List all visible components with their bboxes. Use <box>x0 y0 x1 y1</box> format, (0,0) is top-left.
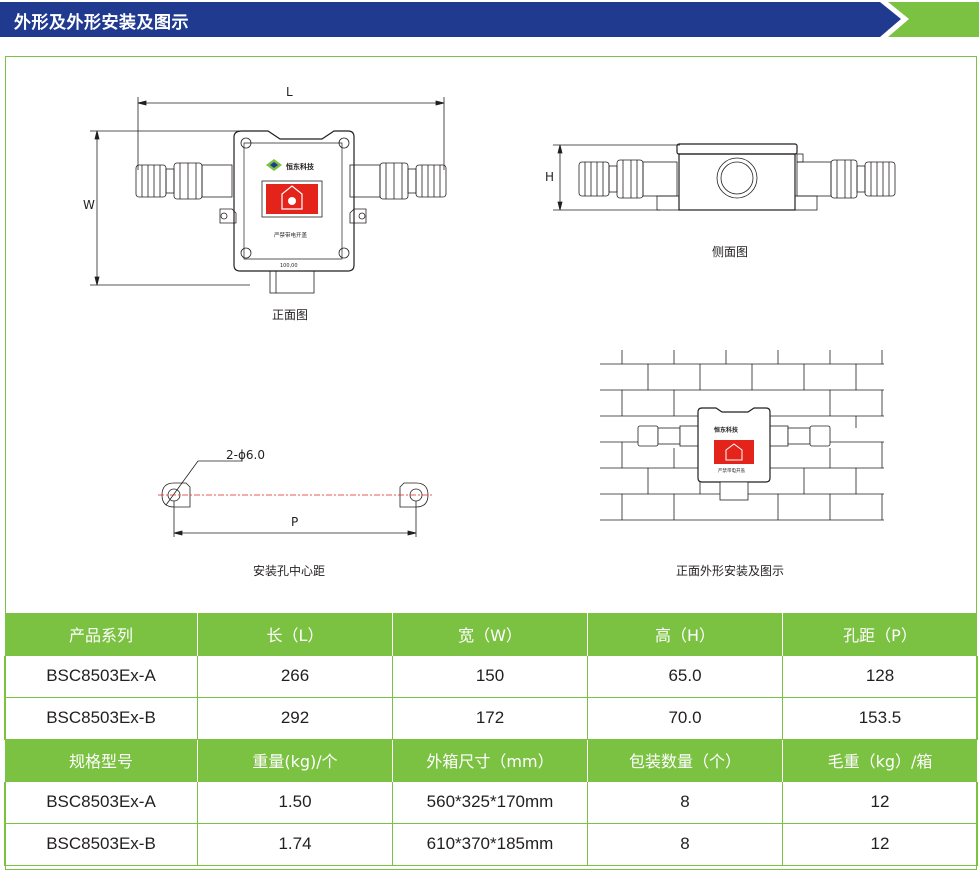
front-size-plate: 100,00 <box>280 263 298 269</box>
header-cell: 长（L） <box>197 613 393 655</box>
header-cell: 孔距（P） <box>782 613 978 655</box>
table-cell: 8 <box>587 780 783 824</box>
table-cell: BSC8503Ex-B <box>4 696 198 740</box>
table-row: BSC8503Ex-B 292 172 70.0 153.5 <box>4 696 978 740</box>
table-cell: 8 <box>587 822 783 866</box>
table-cell: BSC8503Ex-B <box>4 822 198 866</box>
table-cell: 12 <box>782 822 978 866</box>
table-row: BSC8503Ex-A 1.50 560*325*170mm 8 12 <box>4 780 978 824</box>
mount-holes-drawing <box>158 460 432 537</box>
installed-device-label: 严禁带电开盖 <box>718 467 745 474</box>
table-cell: 1.74 <box>197 822 393 866</box>
front-view-caption: 正面图 <box>272 308 309 322</box>
table-cell: BSC8503Ex-A <box>4 780 198 824</box>
header-cell: 毛重（kg）/箱 <box>782 739 978 781</box>
header-cell: 包装数量（个） <box>587 739 783 781</box>
dim-label-w: W <box>83 198 95 212</box>
front-brand-text: 恒东科技 <box>285 162 315 171</box>
dim-label-p: P <box>291 515 299 529</box>
table-cell: 128 <box>782 654 978 698</box>
front-device-label: 严禁带电开盖 <box>274 231 308 239</box>
table-cell: 610*370*185mm <box>392 822 588 866</box>
banner-background <box>0 2 979 37</box>
front-view-drawing: 恒东科技 严禁带电开盖 100,00 <box>90 97 447 294</box>
header-cell: 产品系列 <box>4 613 198 655</box>
installed-brand-text: 恒东科技 <box>714 426 739 434</box>
table-cell: BSC8503Ex-A <box>4 654 198 698</box>
table-cell: 172 <box>392 696 588 740</box>
table-cell: 65.0 <box>587 654 783 698</box>
drawing-area: 恒东科技 严禁带电开盖 100,00 L W 正面图 <box>83 85 896 578</box>
header-cell: 宽（W） <box>392 613 588 655</box>
spec-table: 产品系列 长（L） 宽（W） 高（H） 孔距（P） BSC8503Ex-A 26… <box>4 613 978 866</box>
banner-title: 外形及外形安装及图示 <box>14 13 189 33</box>
table-header-packaging: 规格型号 重量(kg)/个 外箱尺寸（mm） 包装数量（个） 毛重（kg）/箱 <box>4 739 978 781</box>
table-row: BSC8503Ex-A 266 150 65.0 128 <box>4 654 978 698</box>
table-header-dimensions: 产品系列 长（L） 宽（W） 高（H） 孔距（P） <box>4 613 978 655</box>
side-view-caption: 侧面图 <box>712 245 749 259</box>
table-cell: 266 <box>197 654 393 698</box>
section-banner: 外形及外形安装及图示 <box>0 0 979 40</box>
table-cell: 70.0 <box>587 696 783 740</box>
table-row: BSC8503Ex-B 1.74 610*370*185mm 8 12 <box>4 822 978 866</box>
table-cell: 560*325*170mm <box>392 780 588 824</box>
header-cell: 高（H） <box>587 613 783 655</box>
dim-label-l: L <box>286 85 293 99</box>
table-cell: 1.50 <box>197 780 393 824</box>
table-cell: 153.5 <box>782 696 978 740</box>
table-cell: 12 <box>782 780 978 824</box>
side-view-drawing <box>553 143 896 211</box>
header-cell: 外箱尺寸（mm） <box>392 739 588 781</box>
table-cell: 292 <box>197 696 393 740</box>
drawing-frame <box>5 56 977 870</box>
dim-label-h: H <box>545 170 555 184</box>
mount-holes-caption: 安装孔中心距 <box>253 564 326 578</box>
table-cell: 150 <box>392 654 588 698</box>
installed-view-drawing: 恒东科技 严禁带电开盖 <box>600 350 884 521</box>
header-cell: 规格型号 <box>4 739 198 781</box>
installed-view-caption: 正面外形安装及图示 <box>676 564 785 578</box>
header-cell: 重量(kg)/个 <box>197 739 393 781</box>
hole-spec-label: 2-ϕ6.0 <box>226 448 265 462</box>
